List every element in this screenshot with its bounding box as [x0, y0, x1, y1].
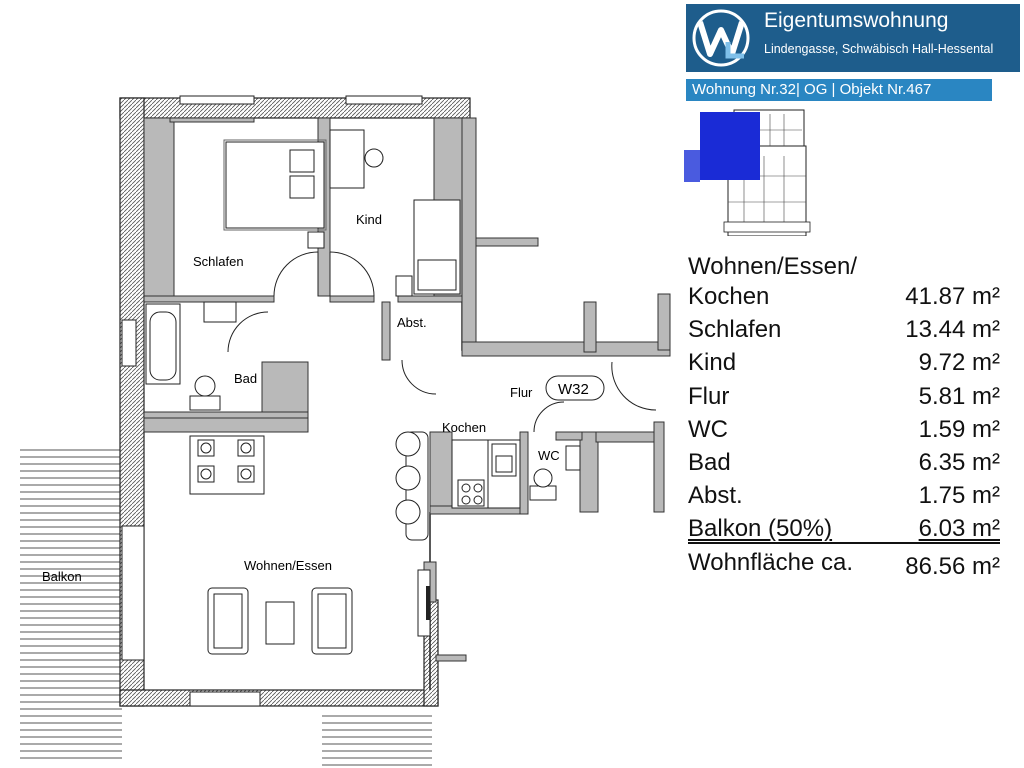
area-value: 13.44 m² — [905, 316, 1000, 344]
area-label: Abst. — [688, 482, 743, 510]
area-label: WC — [688, 415, 728, 443]
area-table: Wohnen/Essen/ Kochen 41.87 m² Schlafen 1… — [688, 250, 1002, 580]
header-title: Eigentumswohnung — [764, 9, 949, 32]
area-row-bad: Bad 6.35 m² — [688, 446, 1002, 479]
area-label: Schlafen — [688, 316, 782, 344]
bathtub — [145, 303, 181, 385]
windows — [121, 95, 423, 707]
room-label-wc: WC — [538, 448, 560, 463]
armchair-right — [311, 587, 353, 655]
bath-sink — [203, 301, 237, 323]
location-minimap — [684, 109, 811, 236]
wc-sink — [565, 445, 581, 471]
area-value: 1.59 m² — [918, 415, 1000, 443]
area-value: 41.87 m² — [905, 283, 1000, 310]
area-value: 6.35 m² — [918, 448, 1000, 476]
nightstand — [307, 231, 325, 249]
header-banner: Eigentumswohnung Lindengasse, Schwäbisch… — [686, 4, 1020, 72]
desk — [329, 129, 365, 189]
area-value-total: 86.56 m² — [905, 552, 1000, 580]
balcony-deck — [20, 449, 122, 759]
area-label: Kochen — [688, 283, 770, 310]
room-label-kind: Kind — [356, 212, 382, 227]
lower-stair-lines — [322, 715, 432, 766]
room-label-balkon: Balkon — [42, 569, 82, 584]
area-row-abst: Abst. 1.75 m² — [688, 479, 1002, 512]
area-label-total: Wohnfläche ca. — [688, 548, 853, 576]
area-value: 9.72 m² — [918, 349, 1000, 377]
area-row-balkon: Balkon (50%) 6.03 m² — [688, 512, 1002, 545]
area-label: Balkon (50%) — [688, 515, 833, 543]
unit-tag: W32 — [558, 381, 589, 398]
wc-toilet — [529, 468, 557, 501]
chair — [364, 148, 384, 168]
dining-table — [189, 435, 265, 495]
bar-stools — [395, 431, 429, 541]
area-value: 1.75 m² — [918, 482, 1000, 510]
area-label: Bad — [688, 448, 731, 476]
unit-highlight — [700, 112, 760, 180]
company-logo — [692, 9, 750, 67]
tv — [426, 586, 430, 620]
header-subtitle: Lindengasse, Schwäbisch Hall-Hessental — [764, 42, 994, 56]
room-label-schlafen: Schlafen — [193, 254, 244, 269]
sum-divider — [688, 542, 1000, 544]
wardrobe-kind — [395, 275, 413, 297]
area-label: Kind — [688, 349, 737, 377]
room-label-kochen: Kochen — [442, 420, 486, 435]
doors — [227, 251, 657, 433]
room-label-wohnen: Wohnen/Essen — [244, 558, 332, 573]
room-label-bad: Bad — [234, 371, 257, 386]
area-value: 6.03 m² — [918, 515, 1000, 543]
room-label-abst: Abst. — [397, 315, 427, 330]
unit-info-bar: Wohnung Nr.32| OG | Objekt Nr.467 — [686, 79, 992, 101]
kitchen-counter — [451, 439, 521, 509]
bed-single — [413, 199, 461, 295]
area-row-schlafen: Schlafen 13.44 m² — [688, 313, 1002, 346]
area-row-kind: Kind 9.72 m² — [688, 346, 1002, 379]
room-label-flur: Flur — [510, 385, 533, 400]
bath-toilet — [189, 375, 221, 411]
area-label: Wohnen/Essen/ — [688, 253, 857, 280]
area-row-wohnen-essen: Wohnen/Essen/ — [688, 250, 1002, 280]
coffee-table — [265, 601, 295, 645]
area-row-wc: WC 1.59 m² — [688, 413, 1002, 446]
area-label: Flur — [688, 382, 730, 410]
area-value: 5.81 m² — [918, 382, 1000, 410]
unit-tag-box — [545, 375, 605, 401]
area-row-kochen: Kochen 41.87 m² — [688, 280, 1002, 313]
bed-double — [223, 139, 327, 231]
armchair-left — [207, 587, 249, 655]
area-row-total: Wohnfläche ca. 86.56 m² — [688, 546, 1002, 580]
area-row-flur: Flur 5.81 m² — [688, 380, 1002, 413]
